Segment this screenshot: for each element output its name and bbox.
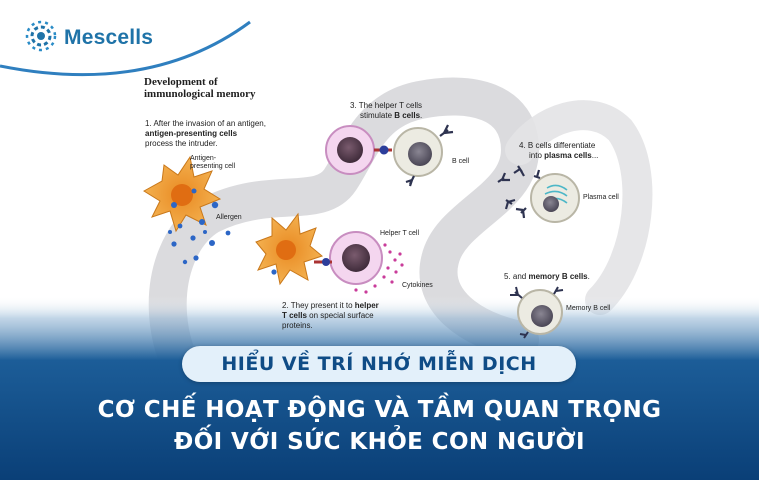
plasma-cell <box>530 173 580 223</box>
antigen-presenting-cell-1 <box>143 155 222 233</box>
step3-caption: 3. The helper T cells stimulate B cells. <box>350 101 422 121</box>
synapse-connector-2 <box>314 258 332 266</box>
label-allergen: Allergen <box>216 214 242 221</box>
step5-bold: memory B cells <box>528 272 588 281</box>
step5-caption: 5. and memory B cells. <box>504 272 590 282</box>
label-antigen-presenting-cell: Antigen- presenting cell <box>190 155 235 171</box>
step1-bold: antigen-presenting cells <box>145 129 238 138</box>
diagram-title-line1: Development of <box>144 76 218 88</box>
label-cytokines: Cytokines <box>402 282 433 289</box>
ribbon-path <box>148 77 540 439</box>
step5-pre: 5. and <box>504 272 529 281</box>
step2-bold2: T cells <box>282 311 307 320</box>
brand-name: Mescells <box>64 26 154 49</box>
step5-post: . <box>587 272 590 281</box>
synapse-connector-3 <box>374 145 392 155</box>
header-arc-stroke <box>0 20 251 77</box>
memory-b-cell <box>510 286 564 339</box>
banner-bg <box>0 296 759 480</box>
diagram-title-line2: immunological memory <box>144 88 256 100</box>
label-plasma-cell: Plasma cell <box>583 194 619 201</box>
step1-caption: 1. After the invasion of an antigen, ant… <box>145 119 266 149</box>
antigen-presenting-cell-2 <box>255 212 324 286</box>
step1-line1: 1. After the invasion of an antigen, <box>145 119 266 128</box>
antibodies <box>497 165 541 219</box>
label-apc-line2: presenting cell <box>190 163 236 170</box>
label-helper-t-cell: Helper T cell <box>380 230 420 237</box>
header-arc <box>0 0 248 71</box>
step4-line1: 4. B cells differentiate <box>519 141 596 150</box>
step1-line3: process the intruder. <box>145 139 218 148</box>
diagram-title: Development of immunological memory <box>144 76 256 100</box>
step3-post: . <box>420 111 423 120</box>
step4-post: ... <box>591 151 599 160</box>
banner-pill-text: HIỂU VỀ TRÍ NHỚ MIỄN DỊCH <box>221 353 537 375</box>
helper-t-cell-stimulating <box>325 125 375 175</box>
step2-bold1: helper <box>354 301 379 310</box>
mescells-logo-icon <box>25 20 57 52</box>
step4-bold: plasma cells <box>544 151 592 160</box>
helper-t-cell <box>329 231 383 285</box>
b-cell <box>393 124 454 187</box>
step3-pre: stimulate <box>360 111 395 120</box>
step2-caption: 2. They present it to helper T cells on … <box>282 301 379 331</box>
step2-post: on special surface <box>306 311 374 320</box>
step3-bold: B cells <box>394 111 421 120</box>
cytokine-dots <box>354 243 404 294</box>
allergen-particles <box>168 201 231 265</box>
ribbon-path-right <box>505 100 653 315</box>
banner-headline-line2: ĐỐI VỚI SỨC KHỎE CON NGƯỜI <box>174 429 585 455</box>
step3-line1: 3. The helper T cells <box>350 101 423 110</box>
step2-pre: 2. They present it to <box>282 301 355 310</box>
banner-headline-line1: CƠ CHẾ HOẠT ĐỘNG VÀ TẦM QUAN TRỌNG <box>97 397 662 423</box>
step2-line3: proteins. <box>282 321 313 330</box>
label-b-cell: B cell <box>452 158 470 165</box>
label-memory-b-cell: Memory B cell <box>566 305 611 312</box>
step4-caption: 4. B cells differentiate into plasma cel… <box>519 141 598 161</box>
banner-pill: HIỂU VỀ TRÍ NHỚ MIỄN DỊCH <box>182 346 576 382</box>
label-apc-line1: Antigen- <box>190 155 217 162</box>
step4-pre: into <box>529 151 545 160</box>
